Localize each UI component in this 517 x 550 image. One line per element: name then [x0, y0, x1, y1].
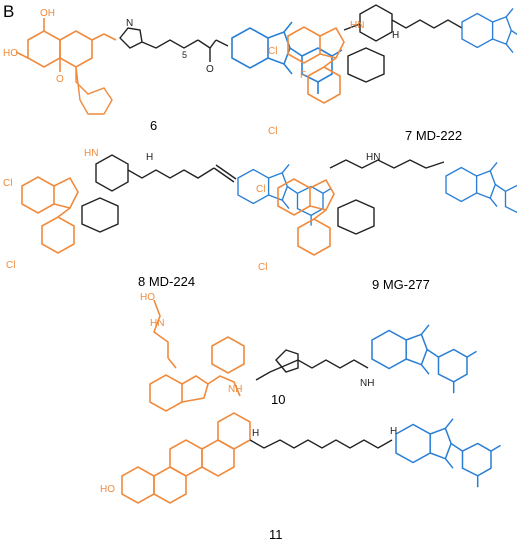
atom-cl-7a: Cl	[268, 46, 277, 57]
atom-hn-10: HN	[150, 318, 164, 329]
atom-h-8: H	[146, 152, 153, 163]
compound-label-10: 10	[271, 392, 286, 407]
atom-cl-7b: Cl	[268, 126, 277, 137]
panel-letter: B	[3, 2, 15, 21]
compound-9-structure	[277, 159, 517, 256]
atom-cl-8a: Cl	[3, 178, 12, 189]
atom-hn-9: HN	[366, 152, 380, 163]
atom-n-triazole: N	[126, 18, 133, 29]
compound-10-structure	[149, 299, 478, 412]
compound-label-9: 9 MG-277	[372, 277, 430, 292]
atom-nh-linker-10: NH	[360, 378, 374, 389]
atom-ho-10: HO	[140, 292, 155, 303]
compound-7-structure	[287, 4, 517, 104]
atom-oh: OH	[40, 8, 55, 19]
atom-cl-9b: Cl	[258, 262, 267, 273]
atom-h-7: H	[392, 30, 399, 41]
compound-8-structure	[21, 154, 333, 254]
atom-nh-10: NH	[228, 384, 242, 395]
compound-label-6: 6	[150, 118, 158, 133]
atom-f-7: F	[300, 70, 306, 81]
atom-o-amide: O	[206, 64, 214, 75]
atom-ho: HO	[3, 48, 18, 59]
compound-6-structure	[15, 18, 343, 115]
atom-cl-9a: Cl	[256, 184, 265, 195]
atom-o-carbonyl: O	[56, 74, 64, 85]
compound-label-8: 8 MD-224	[138, 274, 196, 289]
repeat-count: 5	[182, 50, 187, 60]
atom-cl-8b: Cl	[6, 260, 15, 271]
atom-hn-linker-11: H	[390, 426, 397, 437]
compound-11-structure	[121, 412, 502, 504]
atom-hn-8: HN	[84, 148, 98, 159]
atom-h-amide-11: H	[252, 428, 259, 439]
compound-label-7: 7 MD-222	[405, 128, 463, 143]
atom-ho-11: HO	[100, 484, 115, 495]
atom-hn-7: HN	[350, 20, 364, 31]
compound-label-11: 11	[269, 527, 283, 542]
